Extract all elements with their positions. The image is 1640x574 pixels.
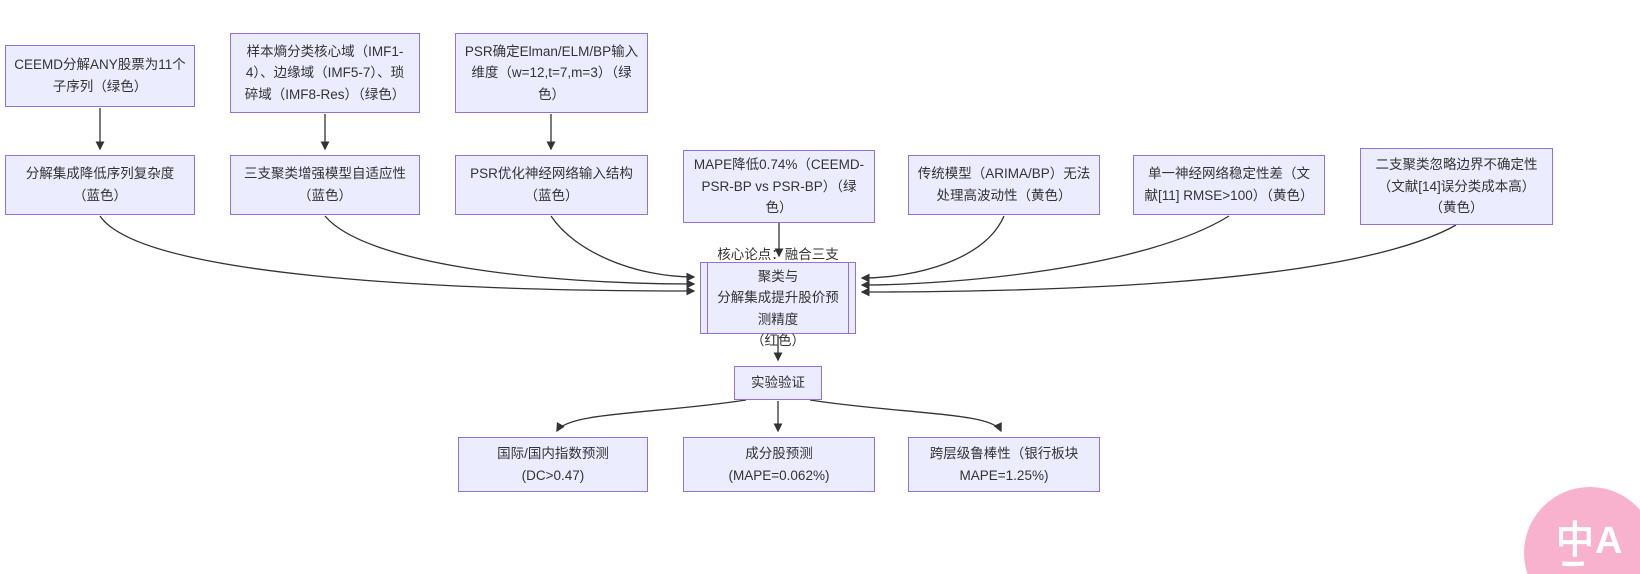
edge-threeway-core [324, 215, 696, 289]
node-label: PSR优化神经网络输入结构 （蓝色） [470, 166, 633, 203]
edge-experiment-robust [809, 399, 1002, 433]
node-label: MAPE降低0.74%（CEEMD- PSR-BP vs PSR-BP）（绿 色… [693, 157, 865, 216]
node-label: 实验验证 [751, 375, 805, 391]
node-label: 三支聚类增强模型自适应性 （蓝色） [244, 166, 406, 203]
node-two-way-clustering: 二支聚类忽略边界不确定性 （文献[14]误分类成本高） （黄色） [1360, 148, 1553, 225]
node-mape-reduction: MAPE降低0.74%（CEEMD- PSR-BP vs PSR-BP）（绿 色… [683, 150, 875, 223]
node-sample-entropy: 样本熵分类核心域（IMF1- 4）、边缘域（IMF5-7）、琐 碎域（IMF8-… [230, 33, 420, 113]
edge-singlenn-core [860, 215, 1230, 290]
edge-traditional-core [860, 215, 1005, 283]
node-label: 传统模型（ARIMA/BP）无法 处理高波动性（黄色） [917, 166, 1091, 203]
edge-psropt-core [550, 215, 696, 282]
node-psr-dimension: PSR确定Elman/ELM/BP输入 维度（w=12,t=7,m=3）（绿 色… [455, 33, 648, 113]
translate-badge-label: 中A [1556, 520, 1624, 562]
node-psr-optimization: PSR优化神经网络输入结构 （蓝色） [455, 155, 648, 215]
edge-decomp-core [99, 215, 696, 296]
node-experiment-validation: 实验验证 [734, 366, 822, 400]
node-decomposition-ensemble: 分解集成降低序列复杂度 （蓝色） [5, 155, 195, 215]
node-label: 核心论点：融合三支聚类与 分解集成提升股价预测精度 （红色） [717, 247, 839, 349]
node-core-thesis: 核心论点：融合三支聚类与 分解集成提升股价预测精度 （红色） [700, 247, 856, 348]
node-label: 跨层级鲁棒性（银行板块 MAPE=1.25%) [929, 445, 1079, 483]
translate-badge-icon[interactable]: 中A こ [1524, 487, 1640, 574]
node-index-prediction: 国际/国内指数预测 (DC>0.47) [458, 437, 648, 492]
edge-experiment-index [556, 399, 747, 433]
node-label: CEEMD分解ANY股票为11个 子序列（绿色） [14, 57, 186, 94]
node-label: 样本熵分类核心域（IMF1- 4）、边缘域（IMF5-7）、琐 碎域（IMF8-… [244, 43, 406, 102]
translate-badge-underline: こ [1554, 545, 1592, 574]
node-label: 成分股预测 (MAPE=0.062%) [728, 445, 830, 483]
node-label: 单一神经网络稳定性差（文 献[11] RMSE>100）（黄色） [1144, 166, 1314, 203]
node-three-way-clustering: 三支聚类增强模型自适应性 （蓝色） [230, 155, 420, 215]
node-ceemd-decomposition: CEEMD分解ANY股票为11个 子序列（绿色） [5, 45, 195, 107]
node-traditional-models: 传统模型（ARIMA/BP）无法 处理高波动性（黄色） [908, 155, 1100, 215]
node-stock-prediction: 成分股预测 (MAPE=0.062%) [683, 437, 875, 492]
node-single-nn-instability: 单一神经网络稳定性差（文 献[11] RMSE>100）（黄色） [1133, 155, 1325, 215]
node-label: 二支聚类忽略边界不确定性 （文献[14]误分类成本高） （黄色） [1375, 157, 1538, 216]
node-label: 国际/国内指数预测 (DC>0.47) [497, 445, 609, 483]
node-label: 分解集成降低序列复杂度 （蓝色） [25, 166, 175, 203]
node-cross-level-robustness: 跨层级鲁棒性（银行板块 MAPE=1.25%) [908, 437, 1100, 492]
node-label: PSR确定Elman/ELM/BP输入 维度（w=12,t=7,m=3）（绿 色… [464, 43, 639, 102]
edge-twoway-core [860, 224, 1457, 297]
